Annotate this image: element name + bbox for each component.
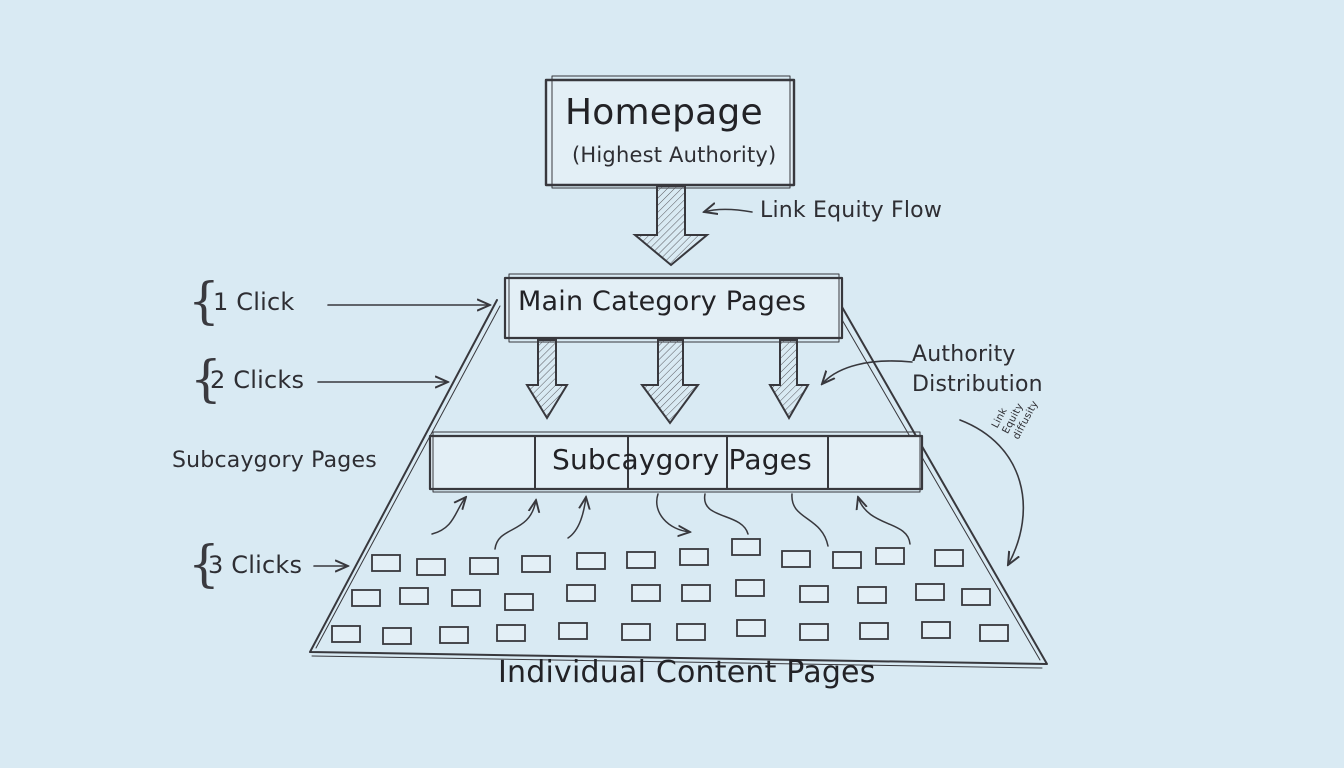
content-page-box — [781, 550, 811, 568]
content-page-box — [496, 624, 526, 642]
link-equity-flow-label: Link Equity Flow — [760, 198, 943, 223]
subcategory-bar — [428, 431, 924, 493]
content-page-box — [875, 547, 905, 565]
content-page-box — [558, 622, 588, 640]
content-page-box — [934, 549, 964, 567]
content-page-box — [451, 589, 481, 607]
flow-squiggle-arrows — [431, 493, 911, 550]
content-page-box — [399, 587, 429, 605]
main-category-label: Main Category Pages — [518, 286, 807, 317]
link-equity-pointer — [704, 209, 753, 212]
click-level-3: 3 Clicks — [208, 551, 303, 579]
content-page-box — [469, 557, 499, 575]
content-page-box — [832, 551, 862, 569]
content-page-box — [979, 624, 1009, 642]
authority-distribution-arrow — [822, 360, 913, 384]
content-page-box — [961, 588, 991, 606]
click-level-arrows — [313, 305, 490, 566]
content-page-box — [799, 585, 829, 603]
content-page-box — [416, 558, 446, 576]
content-page-box — [521, 555, 551, 573]
content-page-box — [731, 538, 761, 556]
content-page-box — [621, 623, 651, 641]
click-level-1: 1 Click — [213, 288, 295, 316]
content-page-box — [736, 619, 766, 637]
content-page-box — [915, 583, 945, 601]
content-page-box — [631, 584, 661, 602]
distribution-arrows — [525, 339, 810, 425]
content-page-box — [371, 554, 401, 572]
click-brace-3: { — [188, 535, 220, 593]
click-brace-2: { — [190, 350, 222, 408]
content-page-box — [735, 579, 765, 597]
content-page-box — [439, 626, 469, 644]
content-page-box — [351, 589, 381, 607]
content-page-box — [382, 627, 412, 645]
authority-distribution-label: Authority Distribution — [912, 342, 1043, 397]
homepage-title: Homepage — [565, 92, 763, 133]
main-category-box — [503, 273, 844, 343]
link-equity-down-arrow — [632, 185, 710, 267]
content-page-box — [576, 552, 606, 570]
pyramid-outline — [309, 299, 1048, 669]
homepage-subtitle: (Highest Authority) — [572, 143, 777, 167]
subcategory-bar-label: Subcaygory Pages — [552, 443, 812, 476]
content-page-box — [626, 551, 656, 569]
content-page-box — [676, 623, 706, 641]
homepage-box — [544, 75, 796, 189]
content-page-box — [799, 623, 829, 641]
content-page-box — [504, 593, 534, 611]
click-brace-1: { — [188, 272, 220, 330]
content-page-box — [921, 621, 951, 639]
subcategory-side-label: Subcaygory Pages — [172, 448, 377, 473]
click-level-2: 2 Clicks — [210, 366, 305, 394]
content-page-box — [681, 584, 711, 602]
content-page-box — [679, 548, 709, 566]
content-page-box — [859, 622, 889, 640]
link-equity-curve-arrow — [959, 419, 1025, 565]
content-page-box — [566, 584, 596, 602]
content-page-boxes — [331, 538, 1009, 645]
content-page-box — [857, 586, 887, 604]
content-page-box — [331, 625, 361, 643]
content-pages-label: Individual Content Pages — [498, 655, 876, 690]
